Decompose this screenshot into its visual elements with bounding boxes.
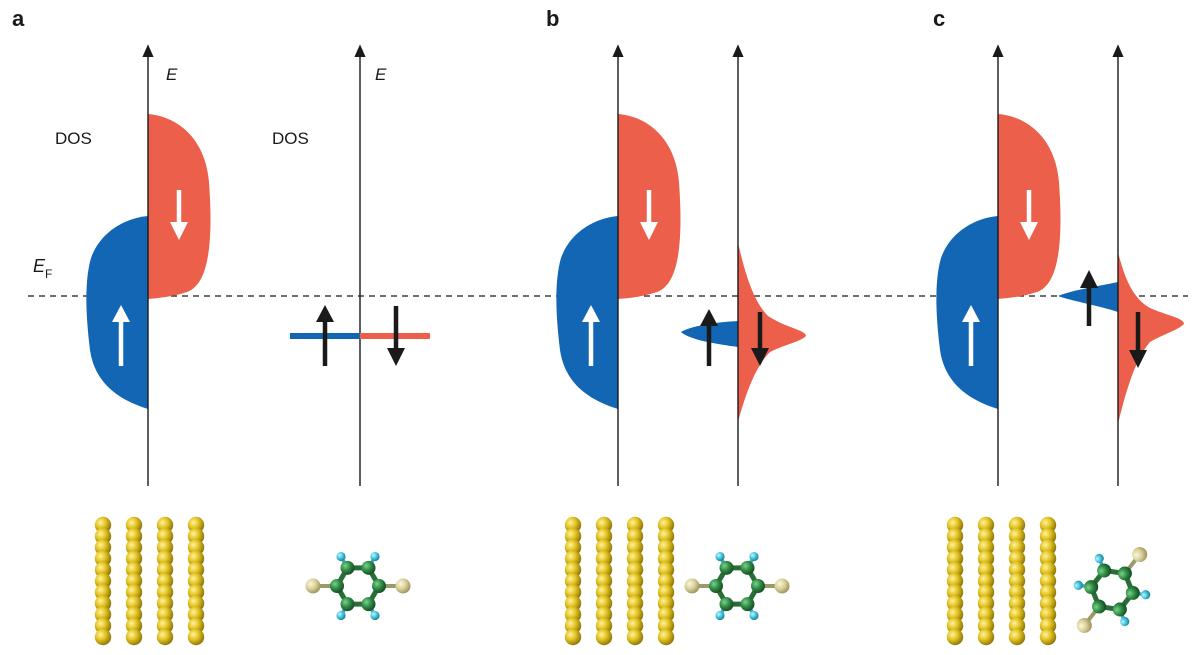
energy-axis-label-molecule-a: E [375, 65, 387, 84]
fermi-level-label: EF [33, 256, 52, 281]
gold-lattice-b [564, 516, 675, 646]
arrow-up-icon [112, 305, 130, 366]
structures-row [94, 516, 1151, 646]
hydrogen-atom [749, 551, 759, 562]
carbon-atom [719, 597, 734, 612]
arrow-down-icon [1129, 312, 1147, 368]
carbon-atom [340, 597, 355, 612]
carbon-atom [361, 560, 376, 575]
hydrogen-atom [749, 610, 759, 621]
carbon-atom [740, 597, 755, 612]
carbon-atom [330, 579, 344, 593]
molecule-dos-spin-down-peak [1118, 252, 1184, 424]
carbon-atom [361, 597, 376, 612]
carbon-atom [751, 579, 765, 593]
gold-atom [1039, 628, 1057, 646]
carbon-atom [1112, 602, 1127, 617]
gold-atom [94, 628, 112, 646]
sulfur-atom [395, 578, 411, 594]
gold-atom [156, 628, 174, 646]
hydrogen-atom [370, 610, 380, 621]
molecule-b [684, 551, 790, 621]
carbon-atom [1117, 566, 1132, 581]
gold-atom [595, 628, 613, 646]
panel-c [936, 44, 1184, 486]
gold-atom [657, 628, 675, 646]
sulfur-atom [305, 578, 321, 594]
hydrogen-atom [336, 610, 346, 621]
arrow-down-icon [640, 190, 658, 240]
panel-b [556, 44, 806, 486]
molecule-a [305, 551, 411, 621]
arrow-up-icon [700, 309, 718, 366]
hydrogen-atom [370, 551, 380, 562]
arrow-down-icon [387, 306, 405, 366]
hydrogen-atom [715, 551, 725, 562]
sulfur-atom [774, 578, 790, 594]
hydrogen-atom [336, 551, 346, 562]
hydrogen-atom [1120, 616, 1130, 627]
arrow-up-icon [582, 305, 600, 366]
carbon-atom [740, 560, 755, 575]
carbon-atom [719, 560, 734, 575]
arrow-down-icon [1020, 190, 1038, 240]
dos-label-molecule-a: DOS [272, 129, 309, 148]
gold-atom [125, 628, 143, 646]
gold-atom [564, 628, 582, 646]
gold-atom [626, 628, 644, 646]
gold-lattice-a [94, 516, 205, 646]
arrow-up-icon [962, 305, 980, 366]
panel-a: E DOS E DOS [55, 44, 430, 486]
carbon-atom [372, 579, 386, 593]
dos-label-metal-a: DOS [55, 129, 92, 148]
gold-lattice-c [946, 516, 1057, 646]
hydrogen-atom [1141, 590, 1151, 600]
arrow-up-icon [316, 305, 334, 366]
arrow-up-icon [1080, 270, 1098, 326]
carbon-atom [1084, 580, 1099, 595]
panel-letter-b: b [546, 6, 559, 31]
sulfur-atom [1132, 547, 1148, 563]
molecule-c [1073, 547, 1151, 633]
panel-letter-a: a [12, 6, 25, 31]
carbon-atom [709, 579, 723, 593]
carbon-atom [340, 560, 355, 575]
carbon-atom [1097, 563, 1112, 578]
panel-letter-c: c [933, 6, 945, 31]
sulfur-atom [1076, 617, 1092, 633]
fermi-level-subscript: F [45, 267, 52, 281]
energy-axis-label-metal-a: E [166, 65, 178, 84]
arrow-down-icon [751, 312, 769, 366]
gold-atom [977, 628, 995, 646]
fermi-level-symbol: E [33, 256, 46, 276]
hydrogen-atom [715, 610, 725, 621]
carbon-atom [1125, 585, 1140, 600]
gold-atom [1008, 628, 1026, 646]
gold-atom [187, 628, 205, 646]
hydrogen-atom [1073, 580, 1083, 590]
hydrogen-atom [1094, 553, 1104, 564]
arrow-down-icon [170, 190, 188, 240]
molecule-dos-spin-down-peak [738, 243, 806, 422]
gold-atom [946, 628, 964, 646]
carbon-atom [1092, 599, 1107, 614]
sulfur-atom [684, 578, 700, 594]
